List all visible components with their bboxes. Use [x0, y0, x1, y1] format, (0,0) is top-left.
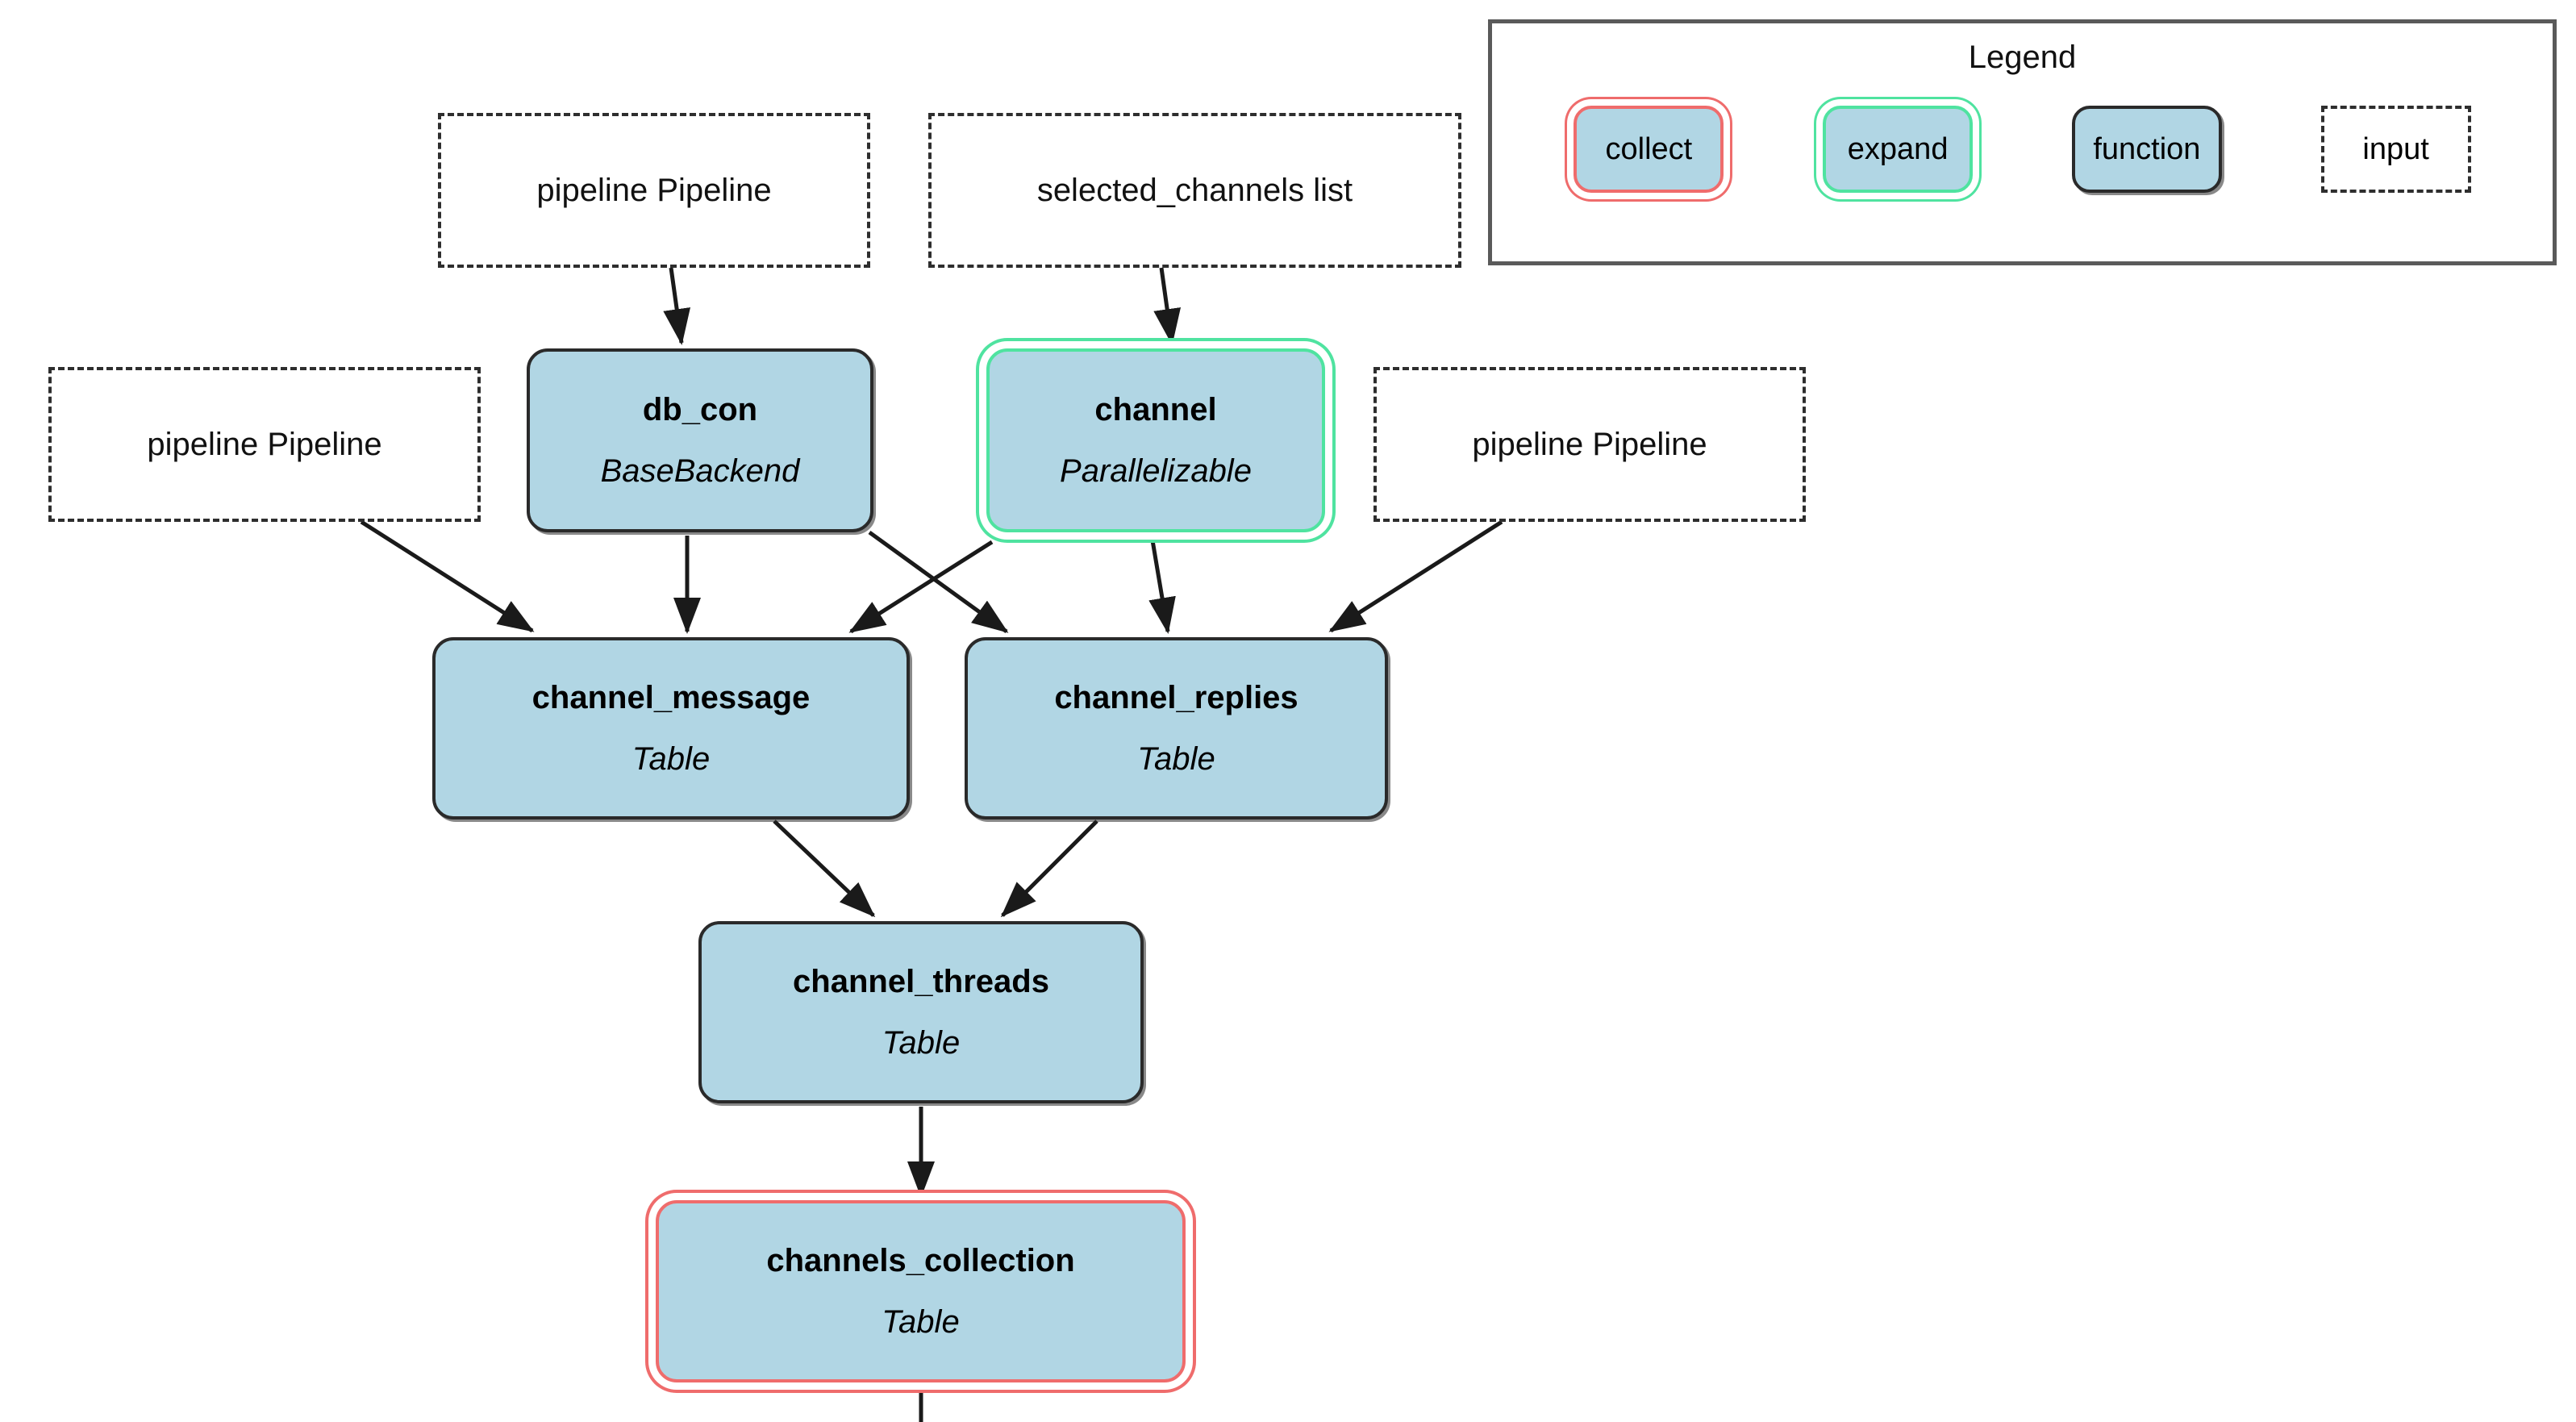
edge-channel-to-channel_message — [848, 540, 994, 634]
input-box[interactable]: pipeline Pipeline — [48, 367, 481, 522]
edge-input-pipeline-top-to-db_con — [663, 267, 691, 345]
node-subtitle: Parallelizable — [1060, 453, 1252, 489]
legend-chip-label: function — [2093, 131, 2201, 166]
legend-title: Legend — [1968, 40, 2077, 75]
edge-channel_replies-to-channel_threads — [1000, 819, 1098, 918]
input-box-label: pipeline Pipeline — [147, 426, 382, 462]
node-title: channel — [1094, 392, 1217, 427]
input-box[interactable]: selected_channels list — [928, 113, 1461, 268]
legend-chip-input: input — [2320, 106, 2471, 193]
edge-db_con-to-channel_replies — [868, 530, 1009, 634]
node-subtitle: BaseBackend — [600, 453, 800, 489]
edge-channel-to-channel_replies — [1148, 535, 1176, 634]
input-box-label: selected_channels list — [1036, 172, 1353, 208]
legend-chip-expand: expand — [1823, 106, 1974, 193]
edge-input-pipeline-right-to-channel_replies — [1328, 519, 1503, 633]
input-box[interactable]: pipeline Pipeline — [438, 113, 870, 268]
input-box[interactable]: pipeline Pipeline — [1373, 367, 1806, 522]
node-title: db_con — [642, 392, 758, 427]
node-subtitle: Table — [882, 1025, 961, 1061]
node-subtitle: Table — [631, 741, 711, 777]
legend-chip-label: collect — [1605, 131, 1693, 166]
node-title: channel_threads — [793, 964, 1049, 999]
legend-chip-collect: collect — [1574, 106, 1724, 193]
input-box-label: pipeline Pipeline — [1472, 426, 1707, 462]
legend-items: collect expand function input — [1492, 89, 2553, 210]
node-subtitle: Table — [882, 1304, 960, 1340]
edge-channel_message-to-channel_threads — [773, 819, 876, 918]
edge-input-pipeline-left-to-channel_message — [360, 519, 535, 633]
node-title: channel_message — [531, 680, 811, 715]
legend-panel: Legend collect expand function input — [1488, 19, 2557, 265]
legend-chip-label: expand — [1847, 131, 1949, 166]
node-subtitle: Table — [1137, 741, 1215, 777]
edge-input-selected-channels-to-channel — [1153, 267, 1182, 345]
node-title: channel_replies — [1054, 680, 1298, 715]
legend-chip-function: function — [2071, 106, 2222, 193]
node-title: channels_collection — [766, 1243, 1075, 1278]
legend-chip-label: input — [2362, 131, 2429, 166]
input-box-label: pipeline Pipeline — [536, 172, 772, 208]
